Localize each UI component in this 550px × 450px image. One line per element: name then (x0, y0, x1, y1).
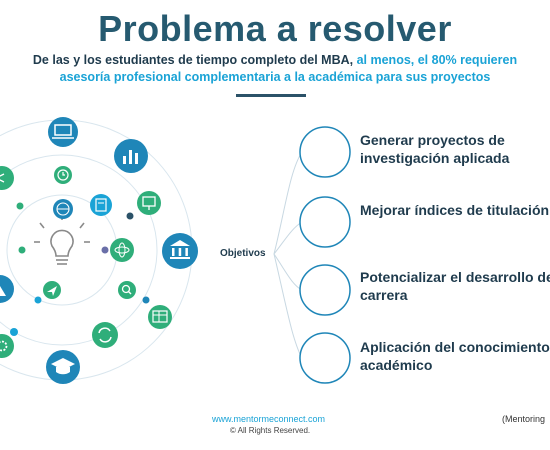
objective-item-4: Aplicación del conocimiento académico (360, 339, 550, 373)
objective-circle-4 (299, 332, 351, 384)
footer-credit: (Mentoring (502, 414, 546, 424)
objective-circle-1 (299, 126, 351, 178)
atom-icon (110, 238, 134, 262)
subtitle-part1: De las y los estudiantes de tiempo compl… (32, 53, 354, 67)
lightbulb-icon (34, 214, 90, 265)
title-divider (236, 94, 306, 97)
objective-item-1: Generar proyectos de investigación aplic… (360, 132, 510, 166)
refresh-icon (92, 322, 118, 348)
globe-icon (53, 199, 73, 219)
arrow-icon (0, 166, 14, 190)
send-icon (43, 281, 61, 299)
subtitle-line2: asesoría profesional complementaria a la… (59, 70, 491, 84)
graduation-cap-icon (46, 350, 80, 384)
objective-item-3: Potencializar el desarrollo de carrera (360, 269, 550, 303)
mountain-icon (0, 275, 14, 303)
calculator-icon (90, 194, 112, 216)
footer-rights: © All Rights Reserved. (230, 426, 311, 435)
objective-circle-2 (299, 196, 351, 248)
bank-icon (162, 233, 198, 269)
gear-icon (0, 334, 14, 358)
objective-item-2: Mejorar índices de titulación (360, 202, 550, 218)
spreadsheet-icon (148, 305, 172, 329)
slide-title: Problema a resolver (98, 8, 452, 49)
bar-chart-icon (114, 139, 148, 173)
laptop-icon (48, 117, 78, 147)
monitor-icon (137, 191, 161, 215)
footer-url-link[interactable]: www.mentormeconnect.com (212, 414, 326, 424)
icon-hub-illustration (0, 117, 198, 384)
clock-icon (54, 166, 72, 184)
subtitle-part2: al menos, el 80% requieren (356, 53, 518, 67)
objetivos-label: Objetivos (220, 248, 266, 259)
objective-circle-3 (299, 264, 351, 316)
slide-subtitle: De las y los estudiantes de tiempo compl… (10, 52, 540, 86)
search-icon (118, 281, 136, 299)
